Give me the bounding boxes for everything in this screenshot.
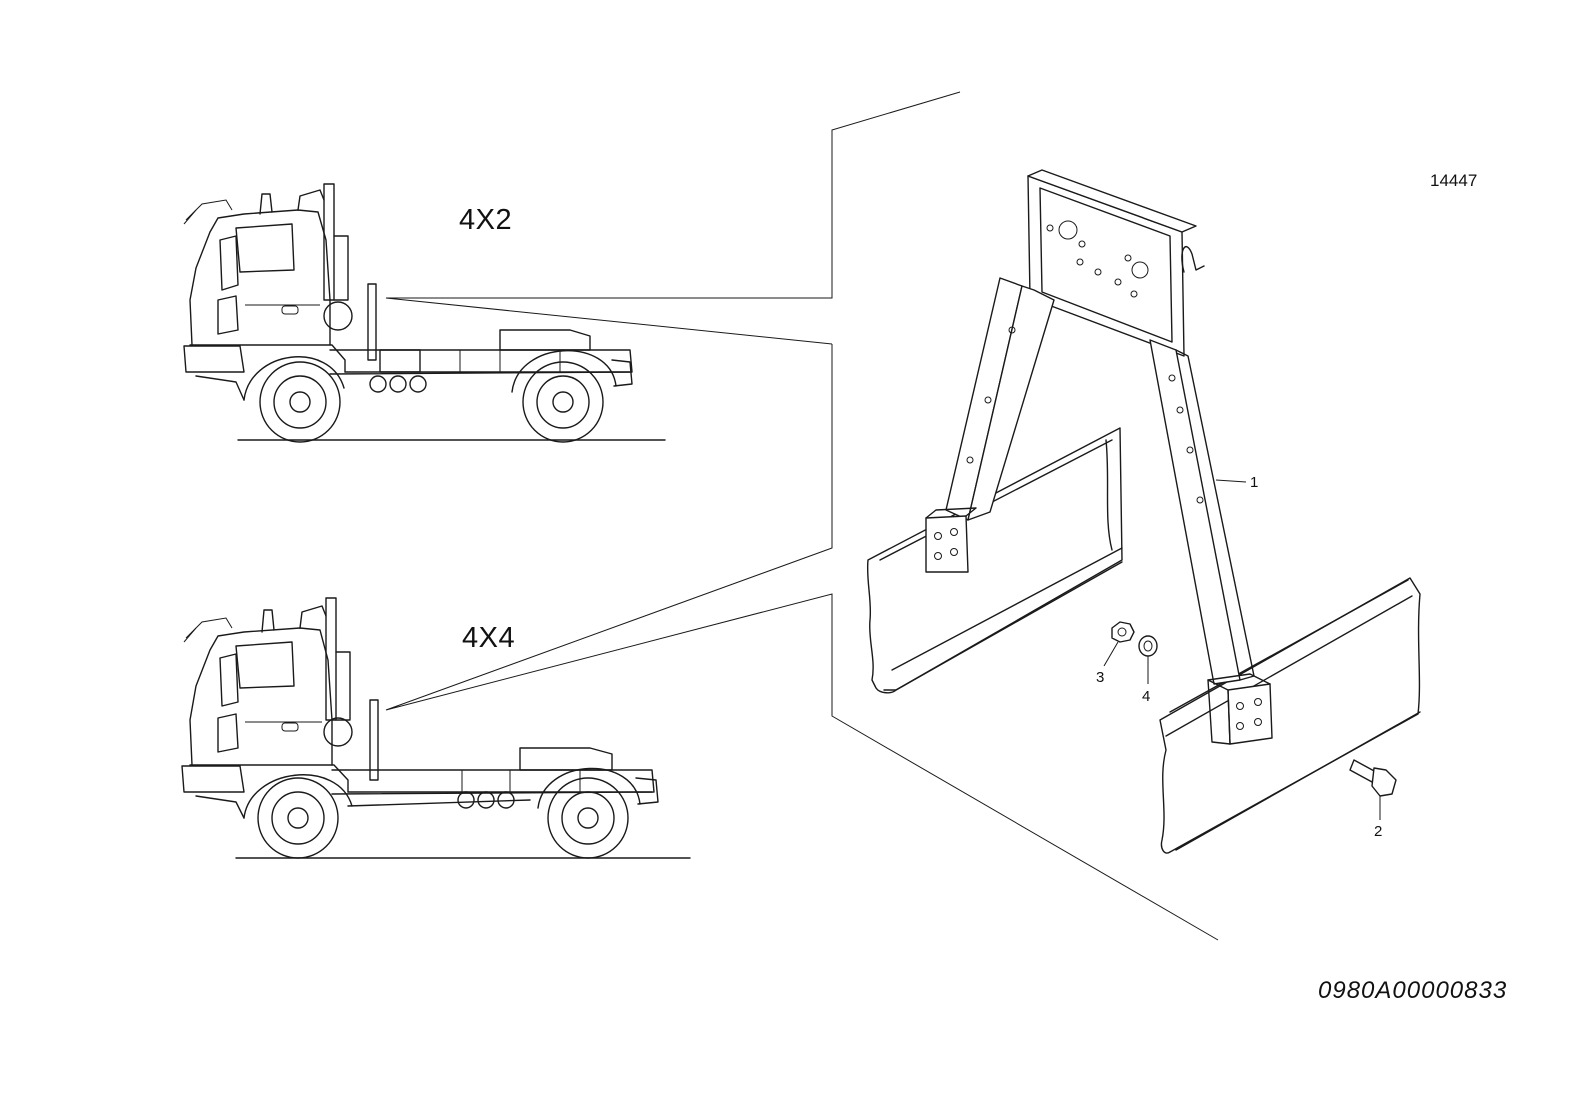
document-code: 0980A00000833 [1318, 977, 1508, 1004]
figure-number: 14447 [1430, 171, 1478, 190]
spare-wheel-bracket [925, 169, 1273, 745]
callout-2: 2 [1374, 823, 1383, 840]
bolt-part-2 [1349, 759, 1397, 797]
callout-3: 3 [1096, 669, 1105, 686]
nut-part-3 [1111, 621, 1135, 643]
chassis-rail-right [1159, 577, 1421, 854]
truck-4x2-illustration [183, 183, 666, 443]
detail-leader-lines [385, 91, 1219, 941]
variant-label-4x2: 4X2 [459, 204, 513, 236]
variant-label-4x4: 4X4 [462, 622, 516, 654]
callout-4: 4 [1142, 688, 1151, 705]
truck-4x4-illustration [181, 597, 691, 859]
washer-part-4 [1138, 635, 1158, 657]
chassis-rail-left [866, 427, 1123, 694]
callout-1: 1 [1250, 474, 1259, 491]
callout-leader-lines [1103, 479, 1381, 820]
